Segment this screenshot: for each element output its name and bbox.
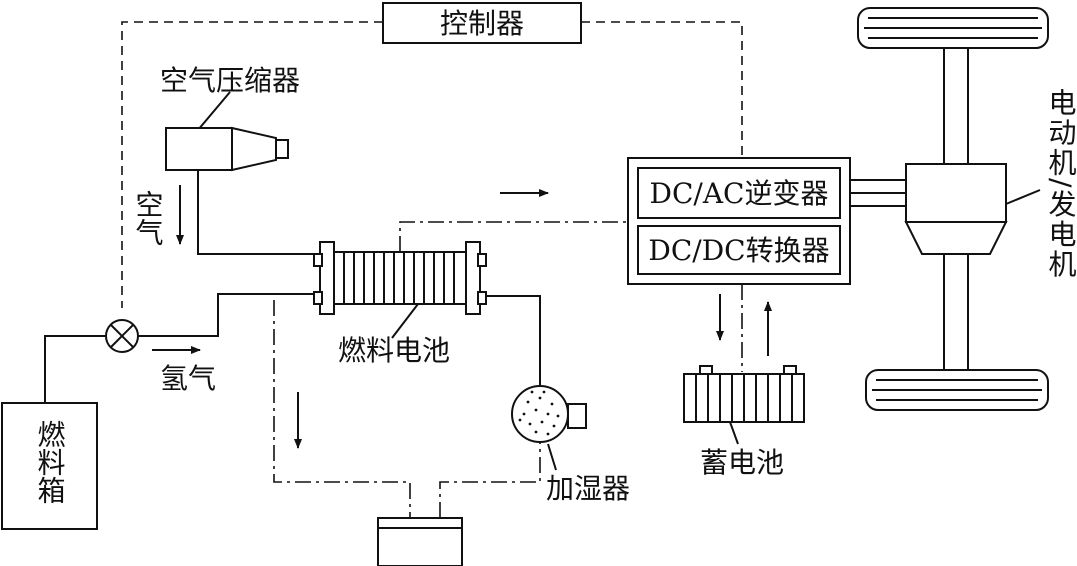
hydrogen-label: 氢气 [160, 362, 216, 395]
water-tank [377, 517, 463, 566]
fuel-cell-label: 燃料电池 [338, 334, 450, 367]
battery-label: 蓄电池 [700, 446, 784, 479]
power-line [399, 189, 628, 252]
drivetrain [857, 7, 1049, 411]
fuel-tank: 燃料箱 [1, 402, 98, 530]
motor-generator-label: 电动机/发电机 [1045, 88, 1077, 280]
fuel-cell-stack: 燃料电池 [313, 241, 487, 367]
air-label: 空气 [132, 190, 165, 246]
power-electronics-box: DC/AC逆变器 DC/DC转换器 [627, 157, 851, 285]
humidifier-label: 加湿器 [546, 472, 630, 505]
air-compressor-label: 空气压缩器 [160, 64, 300, 97]
controller-label: 控制器 [440, 7, 524, 40]
fuel-tank-label: 燃料箱 [34, 420, 67, 504]
battery: 蓄电池 [683, 365, 805, 479]
humidifier: 加湿器 [511, 385, 630, 505]
water-loop [273, 295, 541, 518]
motor-generator [904, 163, 1041, 255]
air-compressor: 空气压缩器 空气 [132, 64, 316, 255]
battery-connection [716, 284, 772, 372]
front-wheel [857, 7, 1049, 49]
control-signal-lines [121, 21, 743, 308]
controller-box: 控制器 [382, 2, 582, 44]
inverter-label: DC/AC逆变器 [650, 177, 829, 210]
motor-wiring [850, 179, 906, 207]
rear-wheel [865, 369, 1049, 411]
dcdc-converter-label: DC/DC转换器 [648, 234, 829, 267]
hydrogen-valve: 氢气 [44, 293, 316, 403]
